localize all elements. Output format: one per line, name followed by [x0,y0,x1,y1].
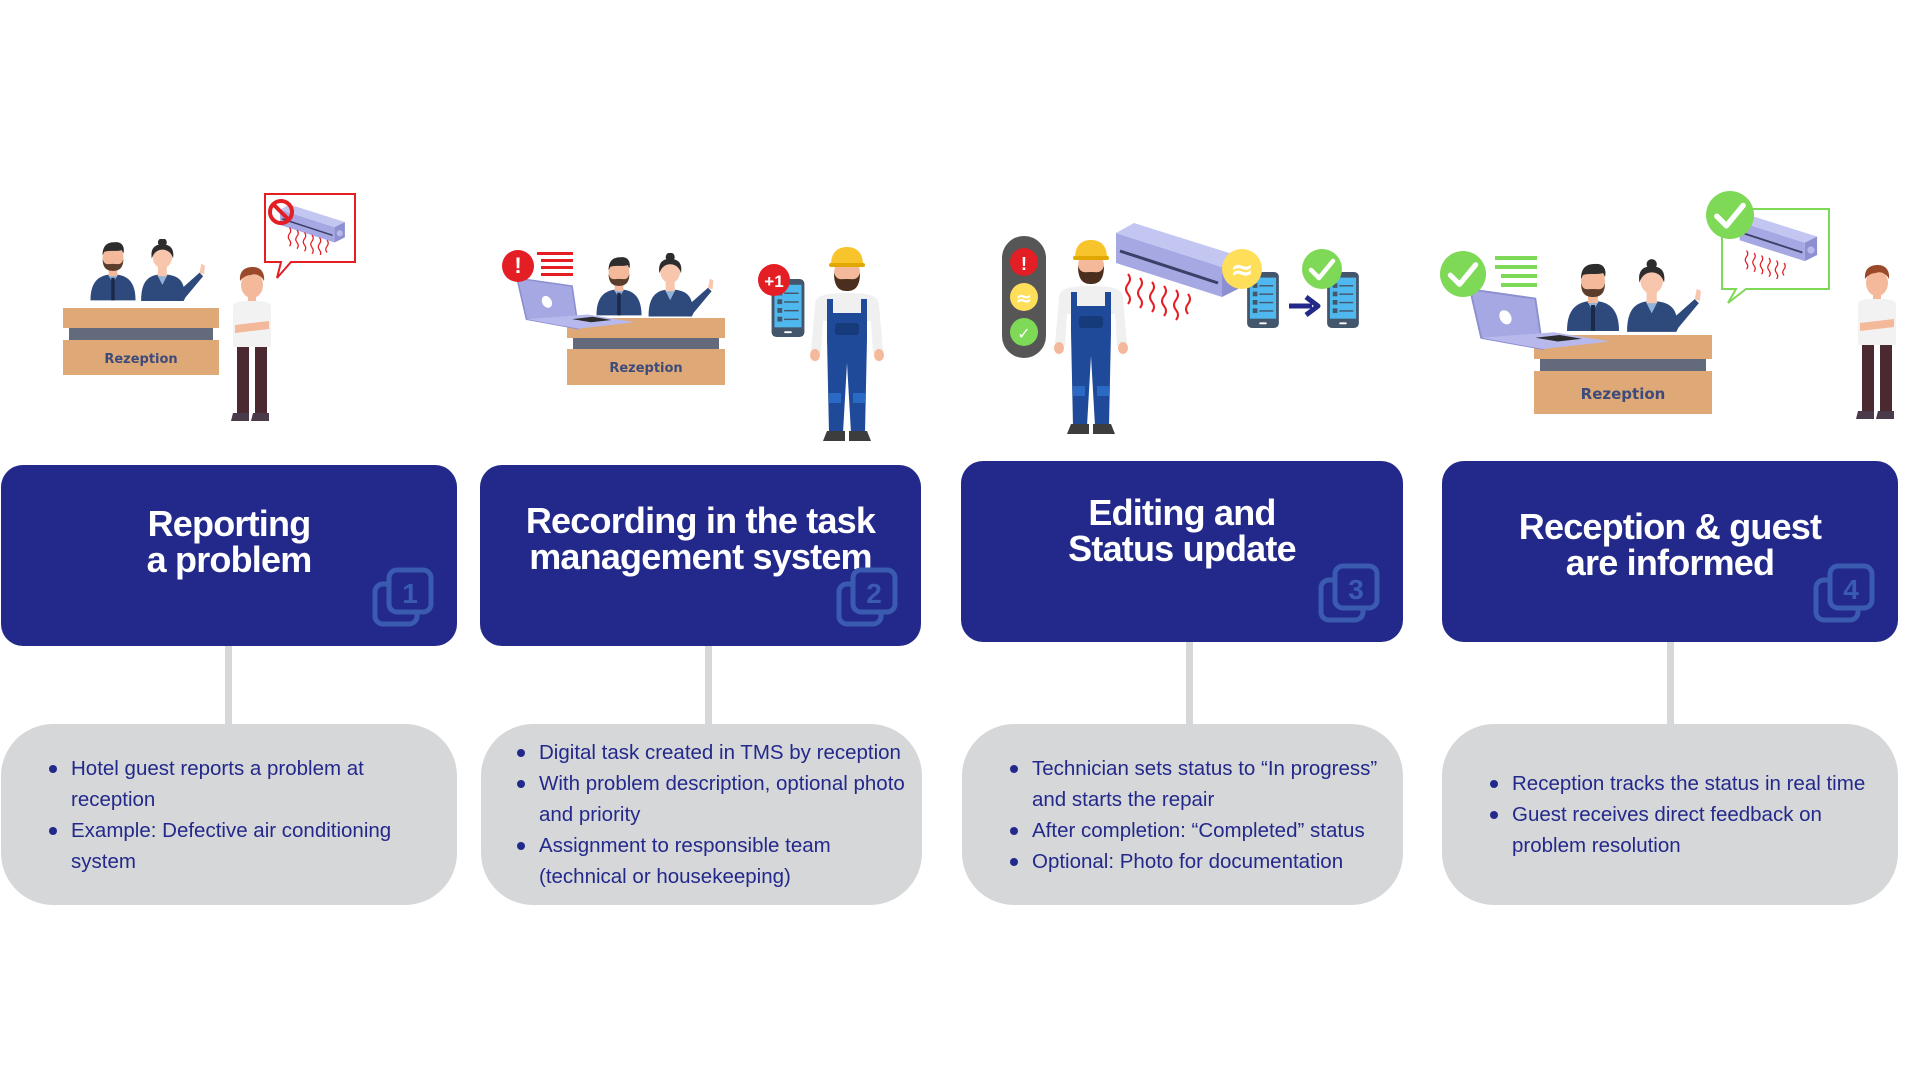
notification-badge: +1 [758,264,790,296]
step-2-bullet-list: Digital task created in TMS by reception… [481,737,922,892]
arrow-right-icon [1289,295,1321,317]
check-icon [1706,191,1754,239]
reception-desk: Rezeption [63,308,219,375]
status-lines-icon [1495,256,1537,287]
alert-symbol: ! [514,253,521,278]
step-3-bullet-list: Technician sets status to “In progress” … [962,753,1403,877]
bullet-item: Optional: Photo for documentation [1010,846,1403,877]
hotel-guest-icon [231,267,271,421]
bullet-item: Hotel guest reports a problem at recepti… [49,753,431,815]
check-icon [1440,251,1486,297]
step-3-connector [1186,642,1193,724]
step-number-badge-4-icon: 4 [1812,560,1876,624]
traffic-light-icon: ! ≈ ✓ [1002,236,1046,358]
air-conditioner-icon [1116,223,1242,297]
step-number: 1 [402,578,418,609]
scene-reporting-problem: Rezeption [55,185,375,435]
traffic-light-green-symbol: ✓ [1017,324,1030,343]
step-4-bullet-list: Reception tracks the status in real time… [1442,768,1882,861]
bullet-item: With problem description, optional photo… [517,768,922,830]
receptionist-man-icon [90,242,136,301]
scene-guest-informed: Rezeption [1440,185,1915,440]
step-number: 4 [1843,574,1859,605]
step-4-title: Reception & guest are informed [1518,505,1822,583]
step-2-title: Recording in the task management system [525,499,876,577]
step-3-box: Editing and Status update 3 [961,461,1403,642]
step-4-details: Reception tracks the status in real time… [1442,724,1898,905]
step-4-connector [1667,642,1674,724]
bullet-item: Digital task created in TMS by reception [517,737,922,768]
step-number-badge-1-icon: 1 [371,564,435,628]
bullet-item: Example: Defective air conditioning syst… [49,815,431,877]
receptionist-woman-icon [1627,259,1701,332]
step-number-badge-2-icon: 2 [835,564,899,628]
progress-symbol: ≈ [1230,253,1253,286]
hotel-guest-icon [1856,265,1896,419]
bullet-item: Guest receives direct feedback on proble… [1490,799,1882,861]
step-1-title: Reporting a problem [146,502,313,580]
check-icon [1302,249,1342,289]
desk-label: Rezeption [104,352,177,367]
alert-icon: ! [502,250,573,282]
receptionist-man-icon [596,257,642,316]
step-number-badge-3-icon: 3 [1317,560,1381,624]
receptionist-man-icon [1567,263,1619,331]
step-2-connector [705,646,712,724]
step-2-box: Recording in the task management system … [480,465,921,646]
receptionist-woman-icon [141,239,205,301]
no-sign-icon [268,199,294,225]
bullet-item: Technician sets status to “In progress” … [1010,753,1403,815]
step-2-details: Digital task created in TMS by reception… [481,724,922,905]
traffic-light-red-symbol: ! [1021,254,1027,274]
step-1-details: Hotel guest reports a problem at recepti… [1,724,457,905]
step-number: 3 [1348,574,1364,605]
desk-label: Rezeption [1581,385,1666,403]
bullet-item: Reception tracks the status in real time [1490,768,1882,799]
scene-2-illustration: Rezeption ! +1 [502,247,884,441]
scene-status-update: ! ≈ ✓ ≈ [1000,200,1400,440]
scene-3-illustration: ! ≈ ✓ ≈ [1002,200,1359,434]
bullet-item: Assignment to responsible team (technica… [517,830,922,892]
bullet-item: After completion: “Completed” status [1010,815,1403,846]
step-1-bullet-list: Hotel guest reports a problem at recepti… [1,753,431,877]
reception-desk: Rezeption [567,318,725,385]
step-4-box: Reception & guest are informed 4 [1442,461,1898,642]
desk-label: Rezeption [609,361,682,376]
technician-icon [810,247,884,441]
traffic-light-yellow-symbol: ≈ [1016,286,1033,310]
receptionist-woman-icon [648,253,714,317]
step-1-box: Reporting a problem 1 [1,465,457,646]
step-3-title: Editing and Status update [1068,491,1296,569]
notification-count: +1 [764,272,783,291]
scene-4-illustration: Rezeption [1440,185,1896,419]
step-3-details: Technician sets status to “In progress” … [962,724,1403,905]
scene-1-illustration: Rezeption [63,193,356,421]
speech-bubble-icon [264,193,356,279]
step-number: 2 [866,578,882,609]
scene-recording-tms: Rezeption ! +1 [495,235,915,445]
progress-icon: ≈ [1222,249,1262,289]
technician-icon [1054,240,1128,434]
step-1-connector [225,646,232,724]
speech-bubble-icon [1721,208,1830,304]
